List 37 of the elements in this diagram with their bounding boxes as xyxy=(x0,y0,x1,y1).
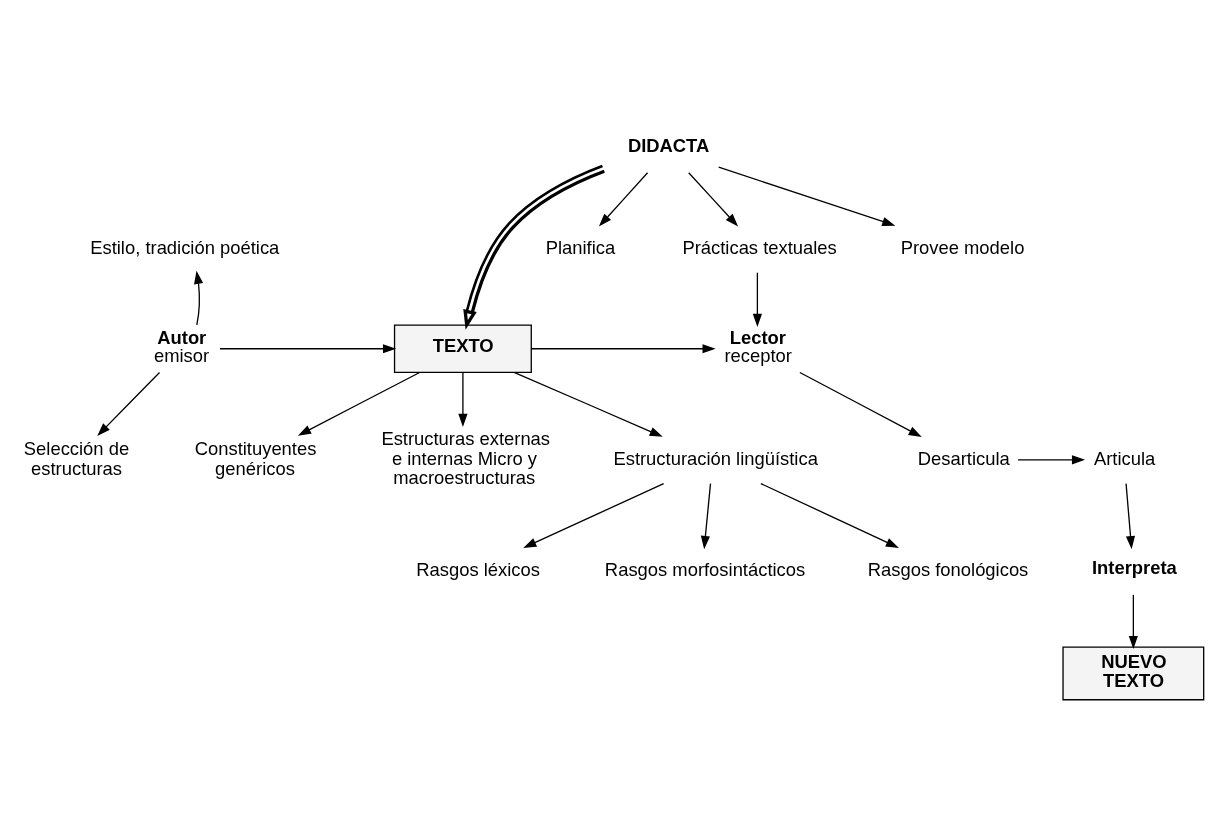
arrow xyxy=(514,371,663,437)
arrow xyxy=(1125,482,1136,549)
arrow xyxy=(523,482,665,548)
node-text: Rasgos léxicos xyxy=(416,558,540,580)
node-text: Provee modelo xyxy=(900,236,1025,258)
arrow xyxy=(97,371,161,436)
arrow xyxy=(718,165,896,226)
node-text: Interpreta xyxy=(1091,556,1177,578)
arrow xyxy=(760,482,899,548)
arrow xyxy=(458,371,468,427)
node-text: Autor emisor xyxy=(153,326,210,366)
node-text: Lector receptor xyxy=(724,326,792,366)
arrow xyxy=(799,371,922,437)
node-text: Articula xyxy=(1093,447,1156,469)
arrow xyxy=(752,271,762,327)
node-text: Selección de estructuras xyxy=(23,437,130,479)
arrow xyxy=(1017,454,1086,464)
arrow xyxy=(219,343,397,353)
arrow xyxy=(598,171,649,227)
arrow xyxy=(700,482,712,549)
node-box: TEXTO xyxy=(393,323,532,373)
node-text: Estructuras externas e internas Micro y macroestructuras xyxy=(381,427,551,488)
node-text: Estilo, tradición poética xyxy=(90,236,280,258)
node-text: DIDACTA xyxy=(627,134,710,156)
node-text: Constituyentes genéricos xyxy=(194,437,317,479)
arrow xyxy=(688,171,739,227)
node-text: Rasgos morfosintácticos xyxy=(604,558,806,580)
arrow xyxy=(530,343,716,353)
arrow xyxy=(1128,593,1138,649)
node-text: Rasgos fonológicos xyxy=(867,558,1029,580)
node-text: Desarticula xyxy=(917,447,1010,469)
node-text: Prácticas textuales xyxy=(682,236,837,258)
arrow xyxy=(194,270,204,326)
node-box: NUEVO TEXTO xyxy=(1062,646,1205,700)
arrow xyxy=(297,371,421,436)
node-text: Planifica xyxy=(545,236,616,258)
node-text: Estructuración lingüística xyxy=(613,447,818,469)
